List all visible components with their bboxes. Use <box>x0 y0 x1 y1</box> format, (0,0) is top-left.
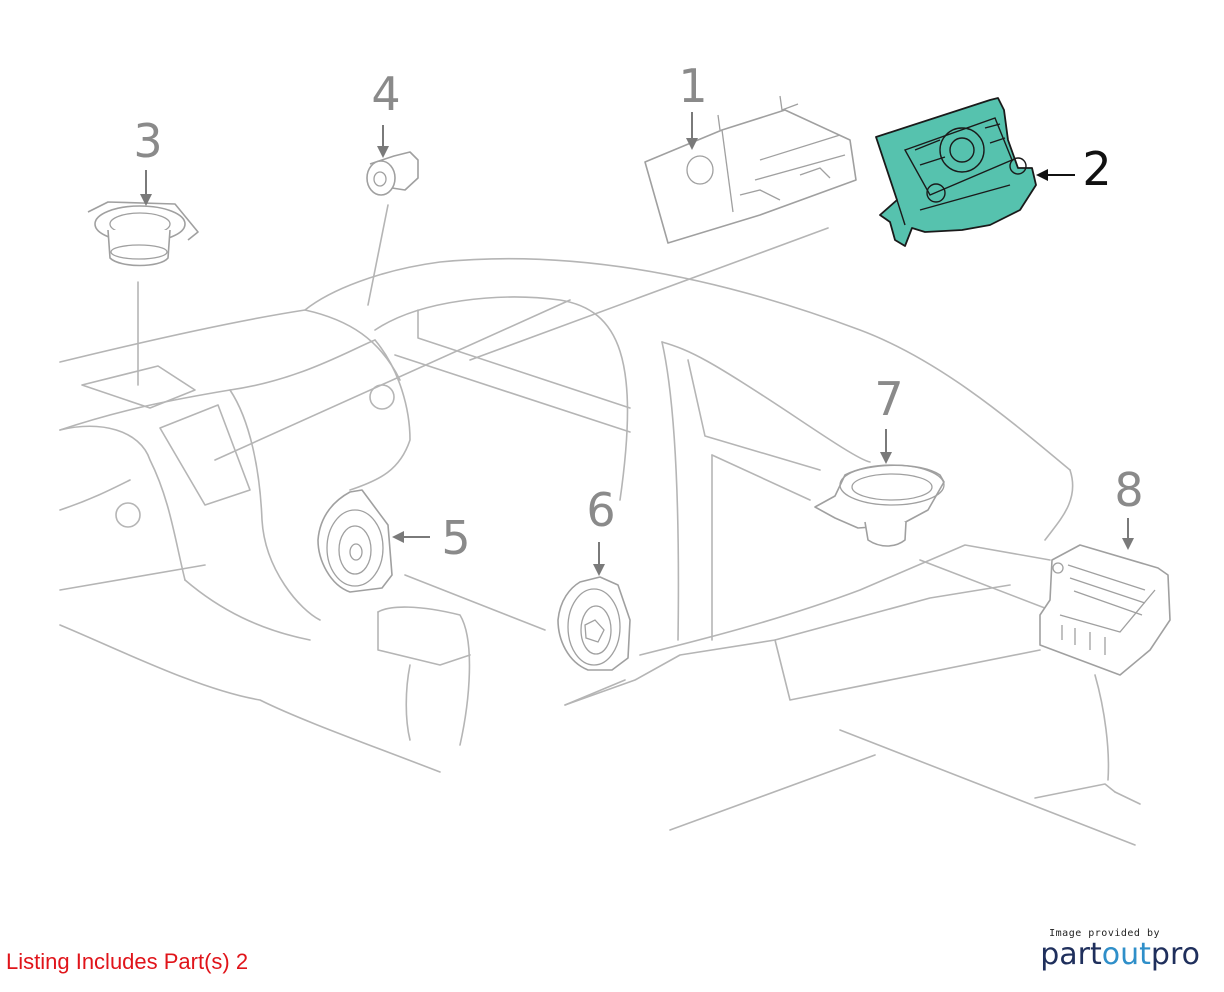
logo-out: out <box>1101 937 1151 972</box>
partoutpro-logo: partoutpro <box>1040 939 1200 971</box>
callout-3: 3 <box>133 114 163 206</box>
callout-8: 8 <box>1114 463 1144 550</box>
callout-8-label: 8 <box>1114 463 1143 517</box>
callout-2: 2 <box>1036 142 1112 196</box>
callout-6-label: 6 <box>586 483 615 537</box>
callout-2-label: 2 <box>1082 142 1111 196</box>
callout-5-label: 5 <box>441 511 470 565</box>
callout-4-label: 4 <box>371 67 400 121</box>
part-8-module <box>1039 544 1171 676</box>
callout-4: 4 <box>371 67 401 158</box>
listing-note: Listing Includes Part(s) 2 <box>6 949 249 974</box>
callout-5: 5 <box>392 511 471 565</box>
logo-pro: pro <box>1150 937 1200 972</box>
part-5-speaker <box>317 489 393 593</box>
callout-7-label: 7 <box>874 372 903 426</box>
part-3-speaker <box>87 201 199 267</box>
part-4-tweeter <box>366 151 419 196</box>
callout-1: 1 <box>678 59 708 150</box>
part-7-speaker <box>814 464 945 547</box>
callout-7: 7 <box>874 372 904 464</box>
callout-3-label: 3 <box>133 114 162 168</box>
callout-1-label: 1 <box>678 59 707 113</box>
logo-part: part <box>1040 937 1102 972</box>
credit-caption: Image provided by <box>1049 928 1160 939</box>
car-interior-outline <box>59 204 1141 846</box>
part-6-speaker <box>557 576 631 671</box>
callout-6: 6 <box>586 483 616 576</box>
part-1-radio <box>644 95 857 244</box>
part-2-control-panel <box>875 97 1037 247</box>
image-credit: Image provided by partoutpro <box>1040 928 1200 971</box>
